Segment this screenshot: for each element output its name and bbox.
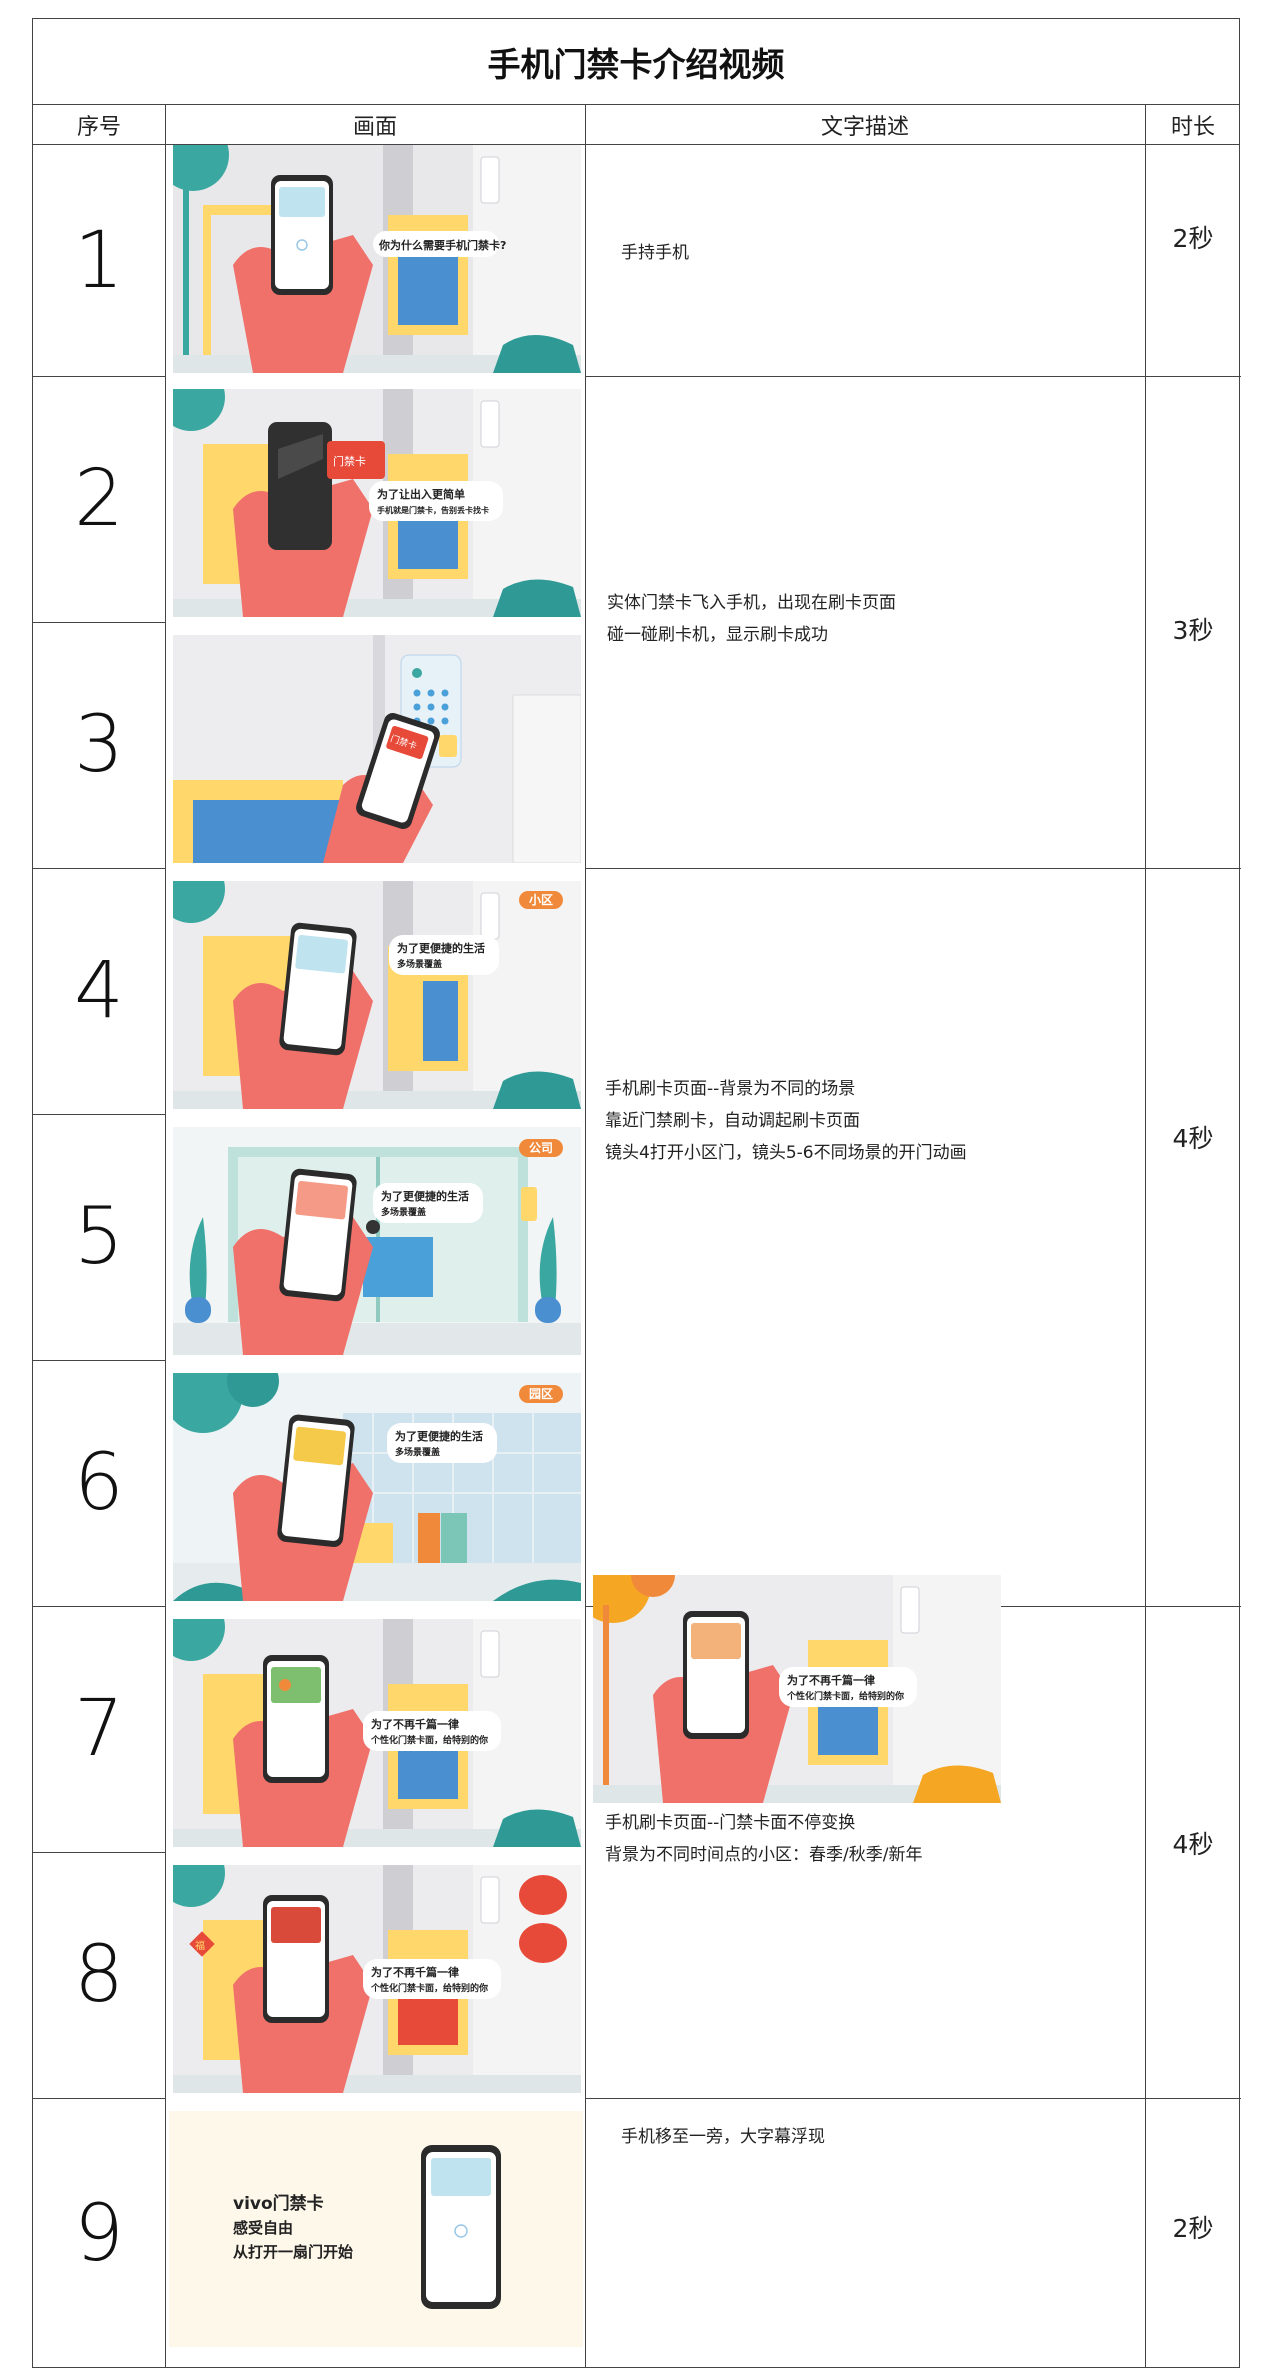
table-header: 序号 画面 文字描述 时长 bbox=[33, 105, 1239, 145]
final-line-2: 感受自由 bbox=[233, 2219, 293, 2237]
bubble-line: 个性化门禁卡面，给特别的你 bbox=[370, 1982, 488, 1994]
bubble-line: 个性化门禁卡面，给特别的你 bbox=[370, 1734, 488, 1746]
column-divider bbox=[165, 105, 166, 2367]
card-label: 门禁卡 bbox=[333, 454, 366, 468]
row-divider bbox=[33, 1360, 165, 1361]
scene-illustration: 福 为了不再千篇一律 个性化门禁卡面，给特别的你 bbox=[173, 1865, 581, 2093]
bubble-line: 你为什么需要手机门禁卡? bbox=[378, 238, 506, 252]
frame-3: 门禁卡 bbox=[173, 635, 581, 863]
scene-illustration: 公司 为了更便捷的生活 多场景覆盖 bbox=[173, 1127, 581, 1355]
row-divider bbox=[33, 868, 165, 869]
desc-rows-4-6: 手机刷卡页面--背景为不同的场景 靠近门禁刷卡，自动调起刷卡页面 镜头4打开小区… bbox=[605, 1079, 967, 1163]
scene-illustration: 你为什么需要手机门禁卡? bbox=[173, 145, 581, 373]
desc-rows-7-8: 手机刷卡页面--门禁卡面不停变换 背景为不同时间点的小区：春季/秋季/新年 bbox=[605, 1813, 923, 1865]
header-desc: 文字描述 bbox=[820, 114, 909, 140]
frame-1: 你为什么需要手机门禁卡? bbox=[173, 145, 581, 373]
bubble-line: 多场景覆盖 bbox=[397, 958, 442, 970]
frame-6: 园区 为了更便捷的生活 多场景覆盖 bbox=[173, 1373, 581, 1601]
frame-4: 小区 为了更便捷的生活 多场景覆盖 bbox=[173, 881, 581, 1109]
row-divider bbox=[33, 376, 165, 377]
bubble-line: 多场景覆盖 bbox=[395, 1446, 440, 1458]
group-divider bbox=[585, 2098, 1241, 2099]
scene-illustration: 园区 为了更便捷的生活 多场景覆盖 bbox=[173, 1373, 581, 1601]
desc-row-1: 手持手机 bbox=[621, 243, 689, 263]
scene-tag: 园区 bbox=[529, 1387, 553, 1401]
row-divider bbox=[33, 1606, 165, 1607]
scene-illustration: 为了不再千篇一律 个性化门禁卡面，给特别的你 bbox=[593, 1575, 1001, 1803]
row-number: 7 bbox=[74, 1684, 124, 1774]
row-number: 2 bbox=[74, 454, 124, 544]
bubble-line: 为了更便捷的生活 bbox=[395, 1429, 483, 1443]
frame-7-autumn: 为了不再千篇一律 个性化门禁卡面，给特别的你 bbox=[593, 1575, 1001, 1803]
row-divider bbox=[33, 1852, 165, 1853]
row-number: 1 bbox=[74, 215, 124, 306]
scene-tag: 小区 bbox=[529, 892, 553, 907]
scene-illustration: vivo门禁卡 感受自由 从打开一扇门开始 bbox=[169, 2111, 583, 2347]
group-divider bbox=[585, 376, 1241, 377]
scene-illustration: 门禁卡 bbox=[173, 635, 581, 863]
bubble-line: 为了不再千篇一律 bbox=[371, 1965, 459, 1979]
duration-rows-7-8: 4秒 bbox=[1172, 1830, 1214, 1859]
page-title: 手机门禁卡介绍视频 bbox=[33, 19, 1239, 105]
scene-illustration: 门禁卡 为了让出入更简单 手机就是门禁卡，告别丢卡找卡 bbox=[173, 389, 581, 617]
header-duration: 时长 bbox=[1170, 114, 1215, 140]
final-line-1: vivo门禁卡 bbox=[233, 2193, 324, 2214]
duration-rows-2-3: 3秒 bbox=[1172, 616, 1214, 645]
scene-tag: 公司 bbox=[529, 1141, 553, 1155]
bubble-line: 为了不再千篇一律 bbox=[787, 1673, 875, 1687]
desc-rows-2-3: 实体门禁卡飞入手机，出现在刷卡页面 碰一碰刷卡机，显示刷卡成功 bbox=[607, 593, 896, 645]
column-divider bbox=[1145, 105, 1146, 2367]
frame-9: vivo门禁卡 感受自由 从打开一扇门开始 bbox=[169, 2111, 583, 2347]
frame-5: 公司 为了更便捷的生活 多场景覆盖 bbox=[173, 1127, 581, 1355]
duration-row-1: 2秒 bbox=[1172, 224, 1214, 253]
row-divider bbox=[33, 2098, 165, 2099]
scene-illustration: 小区 为了更便捷的生活 多场景覆盖 bbox=[173, 881, 581, 1109]
frame-8: 福 为了不再千篇一律 个性化门禁卡面，给特别的你 bbox=[173, 1865, 581, 2093]
bubble-line: 为了让出入更简单 bbox=[377, 487, 465, 501]
column-divider bbox=[585, 105, 586, 2367]
storyboard-sheet: 手机门禁卡介绍视频 序号 画面 文字描述 时长 1 2 3 4 5 6 7 8 … bbox=[32, 18, 1241, 2368]
row-number: 8 bbox=[74, 1930, 124, 2020]
bubble-line: 多场景覆盖 bbox=[381, 1206, 426, 1218]
duration-row-9: 2秒 bbox=[1172, 2214, 1214, 2243]
duration-rows-4-6: 4秒 bbox=[1172, 1124, 1214, 1153]
bubble-line: 个性化门禁卡面，给特别的你 bbox=[786, 1690, 904, 1702]
row-number: 9 bbox=[74, 2188, 124, 2279]
group-divider bbox=[585, 868, 1241, 869]
row-number: 4 bbox=[74, 946, 124, 1036]
row-number: 3 bbox=[74, 700, 124, 790]
final-line-3: 从打开一扇门开始 bbox=[233, 2243, 353, 2261]
bubble-line: 为了不再千篇一律 bbox=[371, 1717, 459, 1731]
row-number: 5 bbox=[74, 1192, 124, 1282]
header-seq: 序号 bbox=[76, 114, 121, 140]
header-frame: 画面 bbox=[352, 114, 397, 140]
frame-7: 为了不再千篇一律 个性化门禁卡面，给特别的你 bbox=[173, 1619, 581, 1847]
row-divider bbox=[33, 622, 165, 623]
bubble-line: 手机就是门禁卡，告别丢卡找卡 bbox=[377, 505, 489, 515]
deco-char: 福 bbox=[195, 1939, 205, 1952]
row-number: 6 bbox=[74, 1438, 124, 1528]
bubble-line: 为了更便捷的生活 bbox=[397, 941, 485, 955]
desc-row-9: 手机移至一旁，大字幕浮现 bbox=[621, 2127, 825, 2147]
frame-2: 门禁卡 为了让出入更简单 手机就是门禁卡，告别丢卡找卡 bbox=[173, 389, 581, 617]
scene-illustration: 为了不再千篇一律 个性化门禁卡面，给特别的你 bbox=[173, 1619, 581, 1847]
row-divider bbox=[33, 1114, 165, 1115]
bubble-line: 为了更便捷的生活 bbox=[381, 1189, 469, 1203]
